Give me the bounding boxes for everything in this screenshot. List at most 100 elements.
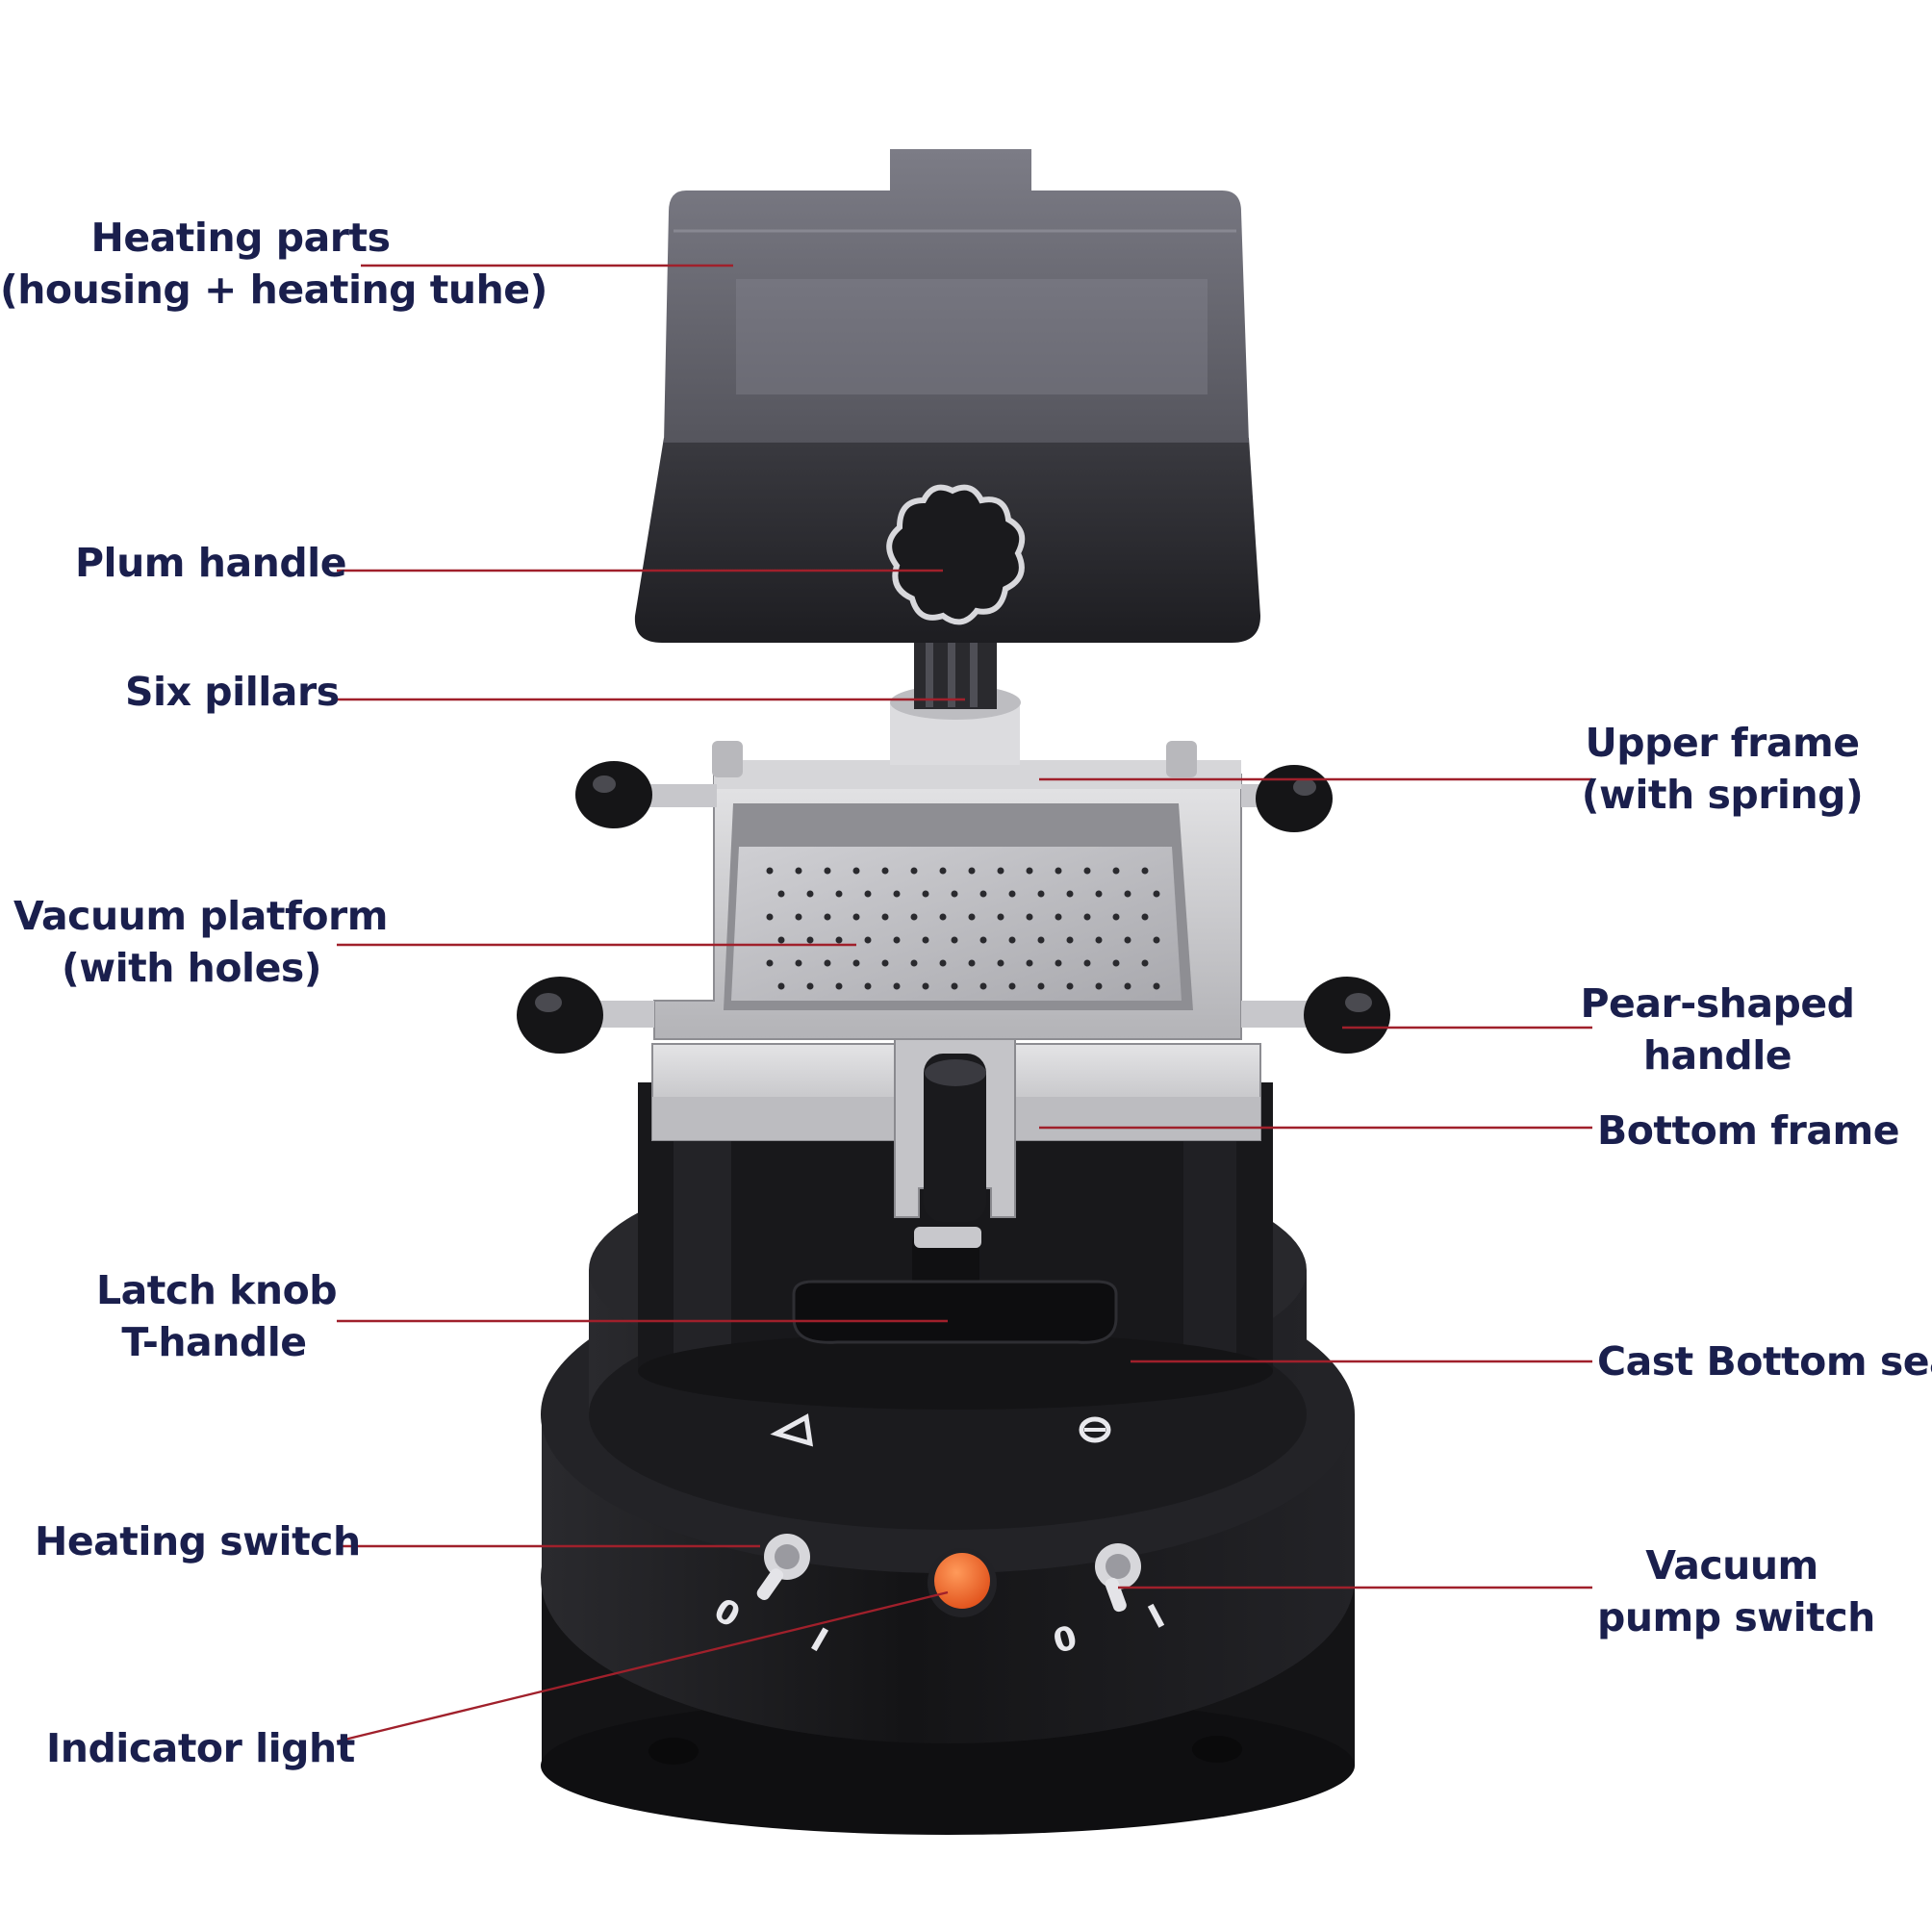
platform-hole [1026,913,1033,921]
platform-hole [979,890,987,898]
label-heating-parts-line2: (housing + heating tuhe) [0,267,547,313]
platform-hole [1055,959,1062,967]
six-pillars [890,640,1021,765]
bottom-frame [651,1038,1261,1222]
platform-hole [1037,936,1045,944]
label-indicator-light-line1: Indicator light [46,1725,355,1771]
platform-hole [1083,867,1091,875]
platform-hole [852,867,860,875]
platform-hole [1066,890,1074,898]
label-indicator-light: Indicator light [46,1722,355,1774]
platform-hole [795,913,802,921]
platform-hole [893,936,901,944]
leader-lines [336,264,1592,1743]
platform-hole [1112,913,1120,921]
label-cast-seat-line1: Cast Bottom seat [1597,1338,1932,1385]
platform-hole [997,959,1004,967]
platform-hole [864,936,872,944]
toggle-switch-icon [1095,1543,1141,1613]
platform-hole [1124,936,1131,944]
platform-hole [1055,913,1062,921]
platform-hole [893,890,901,898]
platform-hole [939,959,947,967]
platform-hole [910,867,918,875]
platform-hole [939,867,947,875]
platform-hole [1037,982,1045,990]
platform-hole [824,959,831,967]
platform-hole [922,982,929,990]
label-vacuum-platform-line2: (with holes) [61,945,322,991]
platform-hole [835,890,843,898]
platform-hole [922,890,929,898]
pear-shaped-handle-back-left [575,761,717,828]
platform-hole [968,913,976,921]
label-six-pillars: Six pillars [125,666,340,718]
platform-hole [806,982,814,990]
platform-hole [979,936,987,944]
label-vacuum-platform-line1: Vacuum platform [13,893,388,939]
platform-hole [777,936,785,944]
platform-hole [1141,867,1149,875]
platform-hole [835,982,843,990]
platform-hole [951,982,958,990]
label-pear-handle-line1: Pear-shaped [1580,980,1855,1027]
platform-hole [824,913,831,921]
platform-hole [1153,890,1160,898]
pear-shaped-handle-front-right [1241,977,1390,1054]
platform-hole [766,867,774,875]
platform-hole [1141,913,1149,921]
triangle-mark-icon [770,1413,814,1447]
label-six-pillars-line1: Six pillars [125,669,340,715]
platform-hole [1112,959,1120,967]
platform-hole [1008,982,1016,990]
platform-hole [997,867,1004,875]
circle-mark-icon [1079,1416,1111,1443]
platform-hole [1095,890,1103,898]
platform-hole [864,982,872,990]
platform-hole [835,936,843,944]
label-bottom-frame-line1: Bottom frame [1597,1107,1900,1154]
platform-hole [893,982,901,990]
heating-housing [634,149,1260,643]
platform-hole [910,913,918,921]
indicator-light-icon [928,1548,997,1617]
label-latch-knob-line1: Latch knob [96,1267,338,1313]
platform-hole [806,936,814,944]
platform-hole [1124,890,1131,898]
platform-hole [951,890,958,898]
platform-hole [852,959,860,967]
platform-hole [864,890,872,898]
platform-hole [1112,867,1120,875]
label-upper-frame-line1: Upper frame [1585,720,1860,766]
platform-hole [881,867,889,875]
label-plum-handle-line1: Plum handle [75,540,347,586]
vacuum-platform [724,803,1193,1010]
platform-hole [766,913,774,921]
platform-hole [939,913,947,921]
platform-hole [1008,890,1016,898]
latch-knob-t-handle [792,1227,1118,1344]
platform-hole [1055,867,1062,875]
toggle-switch-icon [756,1534,810,1600]
label-heating-parts-line1: Heating parts [90,215,392,261]
plum-handle-icon [886,484,1026,625]
platform-hole [852,913,860,921]
platform-hole [777,890,785,898]
pear-shaped-handle-back-right [1241,765,1333,832]
platform-hole [1083,913,1091,921]
platform-hole [824,867,831,875]
platform-hole [1026,867,1033,875]
platform-hole [881,959,889,967]
label-upper-frame-line2: (with spring) [1581,772,1864,818]
platform-hole [806,890,814,898]
platform-hole [1095,936,1103,944]
platform-hole [777,982,785,990]
label-upper-frame: Upper frame (with spring) [1578,717,1867,821]
platform-hole [922,936,929,944]
platform-hole [997,913,1004,921]
pear-shaped-handle-front-left [517,977,654,1054]
label-vacuum-platform: Vacuum platform (with holes) [13,890,388,994]
label-bottom-frame: Bottom frame [1597,1105,1900,1157]
label-vacuum-pump: Vacuum pump switch [1597,1539,1875,1643]
